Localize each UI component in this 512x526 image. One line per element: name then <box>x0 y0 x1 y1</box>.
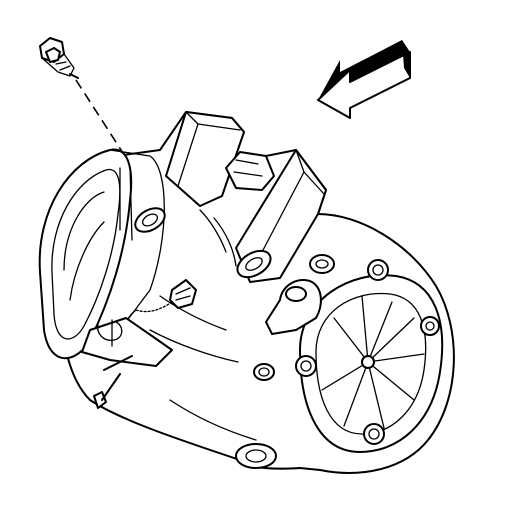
relief-valve-port <box>253 363 275 381</box>
rear-head-ribs <box>321 295 425 429</box>
relief-valve-icon <box>39 37 79 79</box>
compressor-body <box>38 111 455 474</box>
rear-bolts <box>295 259 440 445</box>
clutch-coil-bracket <box>81 317 173 409</box>
direction-arrow-icon <box>317 40 411 119</box>
